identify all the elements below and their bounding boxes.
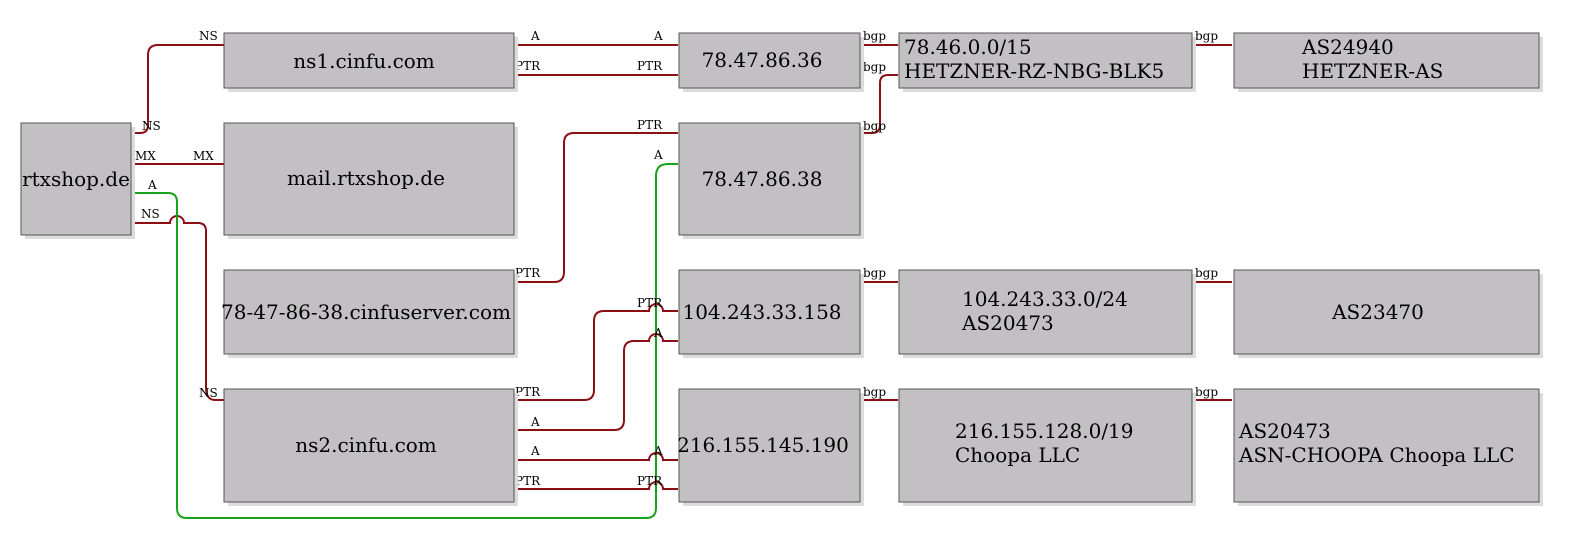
label-a-ns1-dst: A <box>653 29 663 43</box>
edge-labels: NS NS MX MX A NS NS A A PTR PTR PTR A PT… <box>135 29 1218 488</box>
edge-ip38-net7846-bgp <box>862 74 898 134</box>
label-a-rtxshop: A <box>147 178 157 192</box>
label-bgp-ip36: bgp <box>863 29 886 43</box>
label-a-ip190: A <box>653 444 663 458</box>
edge-ip158-ns2-ptr <box>515 303 678 401</box>
node-ip36[interactable]: 78.47.86.36 <box>678 32 864 92</box>
label-a-ip158: A <box>653 326 663 340</box>
node-cinfuserver[interactable]: 78-47-86-38.cinfuserver.com <box>221 269 518 358</box>
node-as20473-line2: ASN-CHOOPA Choopa LLC <box>1238 443 1515 467</box>
node-net7846-line2: HETZNER-RZ-NBG-BLK5 <box>904 59 1164 83</box>
label-a-ns1-src: A <box>530 29 540 43</box>
node-net216-line2: Choopa LLC <box>955 443 1080 467</box>
edge-rtxshop-ns2 <box>135 215 224 401</box>
label-a-ns2-2: A <box>530 444 540 458</box>
label-ptr-ns1-src: PTR <box>515 59 541 73</box>
node-ip38-label: 78.47.86.38 <box>702 167 823 191</box>
node-ip190-label: 216.155.145.190 <box>677 433 849 457</box>
label-ptr-ip190: PTR <box>637 474 663 488</box>
label-mx-dst: MX <box>193 149 214 163</box>
label-mx-src: MX <box>135 149 156 163</box>
node-rtxshop[interactable]: rtxshop.de <box>20 122 135 239</box>
label-ns-rtxshop-bottom: NS <box>141 207 160 221</box>
edge-ns2-ip190-a <box>515 452 678 461</box>
label-bgp-net216: bgp <box>1195 385 1218 399</box>
label-a-ip38: A <box>653 148 663 162</box>
node-ip190[interactable]: 216.155.145.190 <box>677 388 864 506</box>
node-ip158-label: 104.243.33.158 <box>682 300 841 324</box>
label-ns-ns1: NS <box>199 29 218 43</box>
label-bgp-ip158: bgp <box>863 266 886 280</box>
label-ptr-ip158: PTR <box>637 296 663 310</box>
node-ns2[interactable]: ns2.cinfu.com <box>223 388 518 506</box>
edge-ip190-ns2-ptr <box>515 481 678 490</box>
node-net104[interactable]: 104.243.33.0/24 AS20473 <box>898 269 1196 358</box>
node-net104-line2: AS20473 <box>961 311 1054 335</box>
label-ptr-ns2-2: PTR <box>515 474 541 488</box>
edge-ns2-ip158-a <box>515 333 678 431</box>
node-as20473[interactable]: AS20473 ASN-CHOOPA Choopa LLC <box>1233 388 1543 506</box>
label-ptr-ns2-1: PTR <box>515 385 541 399</box>
label-ptr-ip38: PTR <box>637 118 663 132</box>
label-bgp-ip190: bgp <box>863 385 886 399</box>
label-bgp-ip38: bgp <box>863 119 886 133</box>
node-as23470[interactable]: AS23470 <box>1233 269 1543 358</box>
node-as24940[interactable]: AS24940 HETZNER-AS <box>1233 32 1543 92</box>
node-net216-line1: 216.155.128.0/19 <box>955 419 1134 443</box>
edges <box>135 44 1232 519</box>
label-bgp-net7846: bgp <box>1195 29 1218 43</box>
label-bgp-net7846-in: bgp <box>863 60 886 74</box>
node-net104-line1: 104.243.33.0/24 <box>962 287 1128 311</box>
node-cinfuserver-label: 78-47-86-38.cinfuserver.com <box>221 300 511 324</box>
label-bgp-net104: bgp <box>1195 266 1218 280</box>
node-rtxshop-label: rtxshop.de <box>22 167 130 191</box>
node-mail-label: mail.rtxshop.de <box>287 166 445 190</box>
node-net7846-line1: 78.46.0.0/15 <box>904 35 1032 59</box>
label-ns-ns2: NS <box>199 386 218 400</box>
edge-rtxshop-ip38 <box>135 163 678 519</box>
node-ns2-label: ns2.cinfu.com <box>295 433 437 457</box>
label-a-ns2-1: A <box>530 415 540 429</box>
node-ns1-label: ns1.cinfu.com <box>293 49 435 73</box>
node-net216[interactable]: 216.155.128.0/19 Choopa LLC <box>898 388 1196 506</box>
edge-ip38-cinfuserver-ptr <box>515 132 678 283</box>
label-ptr-cinfuserver: PTR <box>515 266 541 280</box>
label-ns-rtxshop-top: NS <box>142 119 161 133</box>
edge-rtxshop-ns1 <box>135 44 224 134</box>
nodes: rtxshop.de ns1.cinfu.com mail.rtxshop.de… <box>20 32 1543 506</box>
node-ip158[interactable]: 104.243.33.158 <box>678 269 864 358</box>
node-mail[interactable]: mail.rtxshop.de <box>223 122 518 239</box>
node-as24940-line1: AS24940 <box>1301 35 1394 59</box>
label-ptr-ns1-dst: PTR <box>637 59 663 73</box>
node-ip36-label: 78.47.86.36 <box>702 48 823 72</box>
node-ns1[interactable]: ns1.cinfu.com <box>223 32 518 92</box>
node-as24940-line2: HETZNER-AS <box>1302 59 1443 83</box>
node-ip38[interactable]: 78.47.86.38 <box>678 122 864 239</box>
node-net7846[interactable]: 78.46.0.0/15 HETZNER-RZ-NBG-BLK5 <box>898 32 1196 92</box>
node-as23470-label: AS23470 <box>1331 300 1424 324</box>
node-as20473-line1: AS20473 <box>1238 419 1331 443</box>
